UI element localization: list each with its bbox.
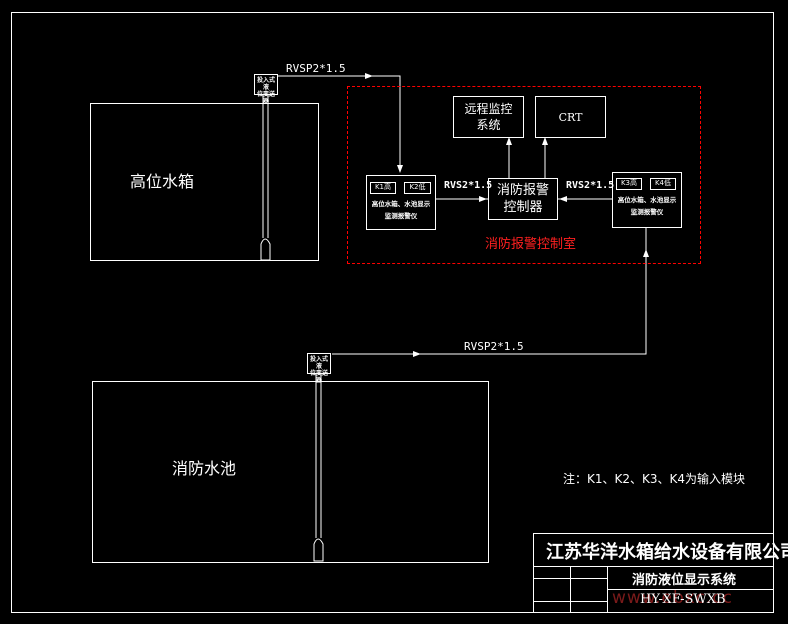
drawing-frame bbox=[11, 12, 774, 613]
right-link-label: RVS2*1.5 bbox=[566, 180, 615, 191]
watermark: www.ebxc.cc bbox=[612, 588, 734, 608]
k2-low-module: K2低 bbox=[404, 182, 431, 194]
system-name: 消防液位显示系统 bbox=[632, 573, 737, 588]
controller-label: 消防报警 控制器 bbox=[496, 183, 549, 215]
crt-box: CRT bbox=[535, 96, 606, 138]
note-text: 注：K1、K2、K3、K4为输入模块 bbox=[563, 472, 746, 486]
remote-monitoring-label: 远程监控 系统 bbox=[464, 102, 513, 132]
title-block-divider-2 bbox=[607, 589, 774, 590]
fire-alarm-controller: 消防报警 控制器 bbox=[488, 178, 558, 220]
high-tank-label: 高位水箱 bbox=[130, 172, 195, 191]
left-display-caption: 高位水箱、水池显示 监测报警仪 bbox=[371, 200, 431, 220]
top-transmitter-label-1: 投入式液 bbox=[256, 77, 275, 91]
left-display-alarm-unit bbox=[366, 175, 436, 230]
bottom-transmitter-label-2: 位变送器 bbox=[309, 370, 328, 384]
company-name: 江苏华洋水箱给水设备有限公司 bbox=[546, 542, 788, 563]
right-display-alarm-unit bbox=[612, 172, 682, 228]
drawing-code: HY-XF-SWXB bbox=[640, 592, 726, 607]
crt-label: CRT bbox=[558, 110, 583, 124]
k4-low-module: K4低 bbox=[650, 178, 676, 190]
fire-control-room bbox=[347, 86, 701, 264]
top-cable-label: RVSP2*1.5 bbox=[286, 62, 346, 75]
title-block bbox=[533, 533, 774, 613]
k1-high-module: K1高 bbox=[370, 182, 396, 194]
title-block-divider-1 bbox=[533, 566, 774, 567]
left-link-label: RVS2*1.5 bbox=[444, 180, 493, 191]
right-display-caption: 高位水箱、水池显示 监测报警仪 bbox=[617, 196, 677, 216]
bottom-level-transmitter: 投入式液 位变送器 bbox=[307, 353, 331, 384]
bottom-probe bbox=[313, 538, 324, 562]
high-water-tank bbox=[90, 103, 319, 261]
fire-water-pool bbox=[92, 381, 489, 563]
title-block-grid-3 bbox=[570, 566, 571, 613]
title-block-divider-v bbox=[607, 566, 608, 613]
remote-monitoring-box: 远程监控 系统 bbox=[453, 96, 524, 138]
bottom-transmitter-label-1: 投入式液 bbox=[309, 356, 328, 370]
top-level-transmitter: 投入式液 位变送器 bbox=[254, 74, 278, 105]
top-cable-line bbox=[278, 75, 401, 172]
control-room-title: 消防报警控制室 bbox=[485, 237, 577, 252]
bottom-cable-label: RVSP2*1.5 bbox=[464, 340, 524, 353]
fire-pool-label: 消防水池 bbox=[172, 459, 237, 478]
k3-high-module: K3高 bbox=[616, 178, 642, 190]
top-transmitter-label-2: 位变送器 bbox=[256, 91, 275, 105]
top-probe bbox=[260, 238, 271, 261]
